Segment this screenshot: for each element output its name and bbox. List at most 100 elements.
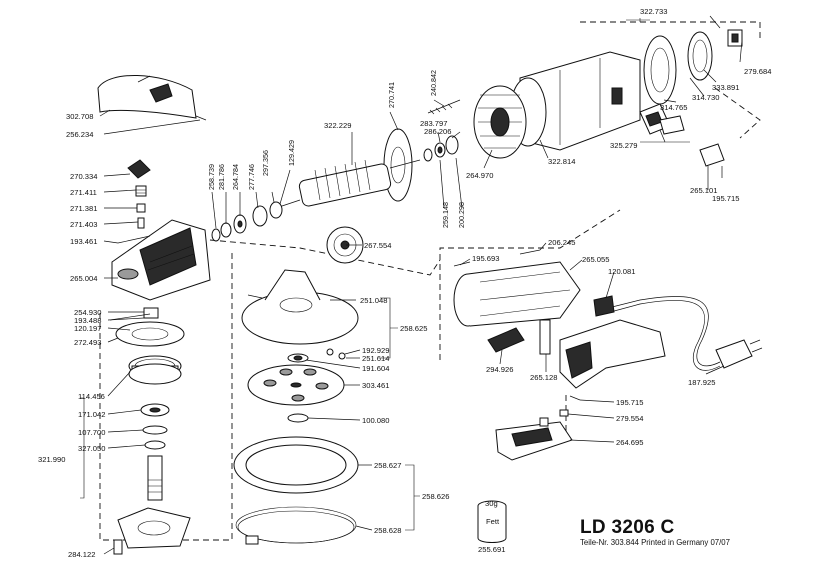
screw-193-461 <box>117 235 151 244</box>
label-270-741: 270.741 <box>387 82 396 108</box>
label-264-784: 264.784 <box>231 164 240 190</box>
grease-jar: 30g Fett 255.691 <box>477 499 507 554</box>
label-302-708: 302.708 <box>66 112 93 121</box>
label-265-055: 265.055 <box>582 255 609 264</box>
armature <box>269 159 421 211</box>
screw-240-842 <box>427 99 461 114</box>
small-screw-206-245 <box>519 249 541 255</box>
label-283-797: 283.797 <box>420 119 447 128</box>
nut-100-080 <box>287 413 309 423</box>
small-screws-right <box>559 395 581 417</box>
model-title: LD 3206 C <box>580 517 675 538</box>
bearing-171-042 <box>140 403 170 417</box>
grease-label: Fett <box>486 517 500 526</box>
label-240-842: 240.842 <box>429 70 438 96</box>
screw-284-122 <box>113 539 123 555</box>
label-284-122: 284.122 <box>68 550 95 559</box>
label-265-101: 265.101 <box>690 186 717 195</box>
label-100-080: 100.080 <box>362 416 389 425</box>
label-191-604: 191.604 <box>362 364 389 373</box>
spindle-321-990 <box>147 455 163 501</box>
handle-shell <box>559 319 666 389</box>
label-193-461: 193.461 <box>70 237 97 246</box>
label-314-765: 314.765 <box>660 103 687 112</box>
label-297-356: 297.356 <box>261 150 270 176</box>
label-272-493: 272.493 <box>74 338 101 347</box>
flange-nut <box>287 353 309 363</box>
label-270-334: 270.334 <box>70 172 97 181</box>
label-258-739: 258.739 <box>207 164 216 190</box>
rear-housing-265-055 <box>453 261 581 327</box>
label-192-929: 192.929 <box>362 346 389 355</box>
assembly-line-right-frame <box>439 209 621 360</box>
label-294-926: 294.926 <box>486 365 513 374</box>
label-120-081: 120.081 <box>608 267 635 276</box>
label-200-298: 200.298 <box>457 202 466 228</box>
print-note: Teile-Nr. 303.844 Printed in Germany 07/… <box>580 538 730 547</box>
label-333-891: 333.891 <box>712 83 739 92</box>
bevel-gear <box>326 226 364 264</box>
label-265-128: 265.128 <box>530 373 557 382</box>
label-259-148: 259.148 <box>441 202 450 228</box>
washer-107-700 <box>142 425 168 435</box>
bearing-327-050 <box>144 440 166 450</box>
mains-plug-187-925 <box>715 339 763 369</box>
motor-end-cap <box>643 35 677 105</box>
label-322-229: 322.229 <box>324 121 351 130</box>
label-265-004: 265.004 <box>70 274 97 283</box>
auxiliary-handle <box>97 74 207 121</box>
brush-ring <box>687 31 713 81</box>
cable-grommet-279-684 <box>727 29 743 47</box>
electronics-module-264-695 <box>495 417 573 461</box>
backing-pad-303-461 <box>247 364 345 406</box>
label-120-197: 120.197 <box>74 324 101 333</box>
label-286-206: 286.206 <box>424 127 451 136</box>
stator-field-coil <box>473 85 527 159</box>
assembly-line-upper-right <box>714 87 761 139</box>
spindle-bolt-254-930 <box>109 307 159 321</box>
label-277-746: 277.746 <box>247 164 256 190</box>
label-281-786: 281.786 <box>217 164 226 190</box>
label-254-930: 254.930 <box>74 308 101 317</box>
wheel-guard <box>241 269 359 345</box>
motor-housing <box>509 51 641 151</box>
label-279-554: 279.554 <box>616 414 643 423</box>
bracket-322-733 <box>626 18 650 22</box>
bracket-321-990 <box>80 397 85 499</box>
motor-bearing-rings <box>423 135 459 162</box>
label-303-461: 303.461 <box>362 381 389 390</box>
label-271-411: 271.411 <box>70 188 97 197</box>
label-267-554: 267.554 <box>364 241 391 250</box>
label-195-715-top: 195.715 <box>712 194 739 203</box>
label-327-050: 327.050 <box>78 444 105 453</box>
grease-weight: 30g <box>485 499 498 508</box>
part-labels: 322.733 279.684 333.891 314.765 314.730 … <box>38 7 771 559</box>
label-264-695: 264.695 <box>616 438 643 447</box>
small-fasteners-guard <box>326 348 346 360</box>
label-206-245: 206.245 <box>548 238 575 247</box>
bearing-flange-bottom <box>117 507 191 549</box>
flange-272-493 <box>115 321 185 347</box>
clamp-band-258-628 <box>235 506 357 545</box>
brush-cover-265-101 <box>699 143 725 178</box>
sanding-ring-258-627 <box>233 436 359 494</box>
label-321-990: 321.990 <box>38 455 65 464</box>
assembly-line-left-box <box>99 253 233 541</box>
assembly-line-middle <box>209 239 441 276</box>
label-322-733: 322.733 <box>640 7 667 16</box>
label-129-429: 129.429 <box>287 140 296 166</box>
label-314-730: 314.730 <box>692 93 719 102</box>
label-258-628: 258.628 <box>374 526 401 535</box>
gear-wheel-114-456 <box>128 355 182 385</box>
capacitor-265-128 <box>539 319 551 355</box>
label-279-684: 279.684 <box>744 67 771 76</box>
drive-bearings <box>211 201 283 242</box>
label-114-456: 114.456 <box>78 392 105 401</box>
label-107-700: 107.700 <box>78 428 105 437</box>
switch-part-325-279 <box>639 103 685 135</box>
spindle-lock <box>127 159 151 229</box>
cable-120-081 <box>593 295 721 371</box>
leader-lines <box>99 15 743 555</box>
label-271-381: 271.381 <box>70 204 97 213</box>
